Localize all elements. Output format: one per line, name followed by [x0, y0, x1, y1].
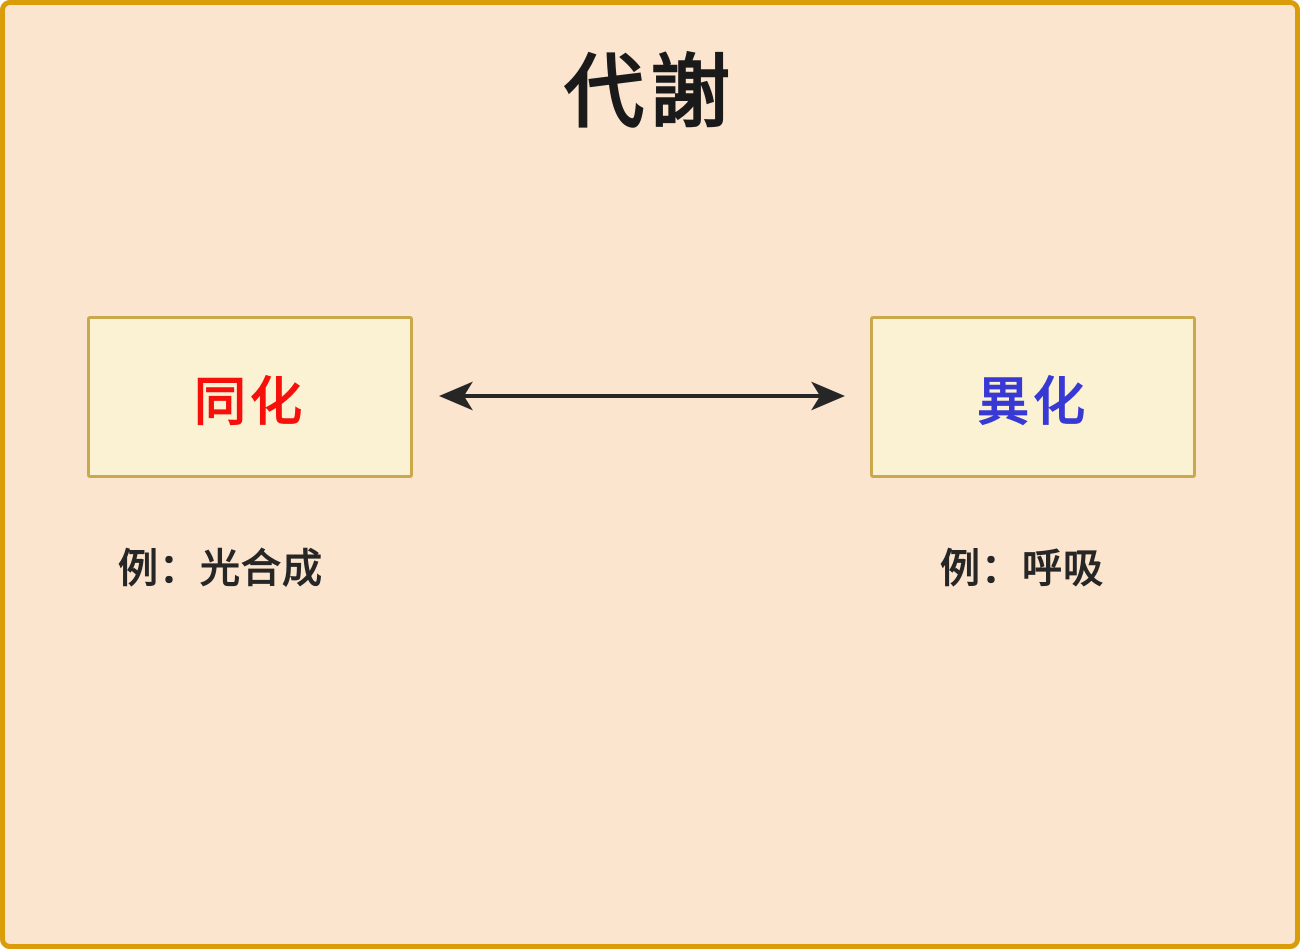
anabolism-label: 同化	[193, 373, 306, 432]
catabolism-box: 異化	[870, 316, 1196, 478]
double-arrow-icon	[439, 381, 845, 411]
catabolism-example-label: 例：呼吸	[940, 547, 1104, 591]
anabolism-example-label: 例：光合成	[118, 547, 323, 591]
catabolism-label: 異化	[976, 373, 1089, 432]
anabolism-box: 同化	[87, 316, 413, 478]
diagram-title: 代謝	[564, 48, 736, 137]
